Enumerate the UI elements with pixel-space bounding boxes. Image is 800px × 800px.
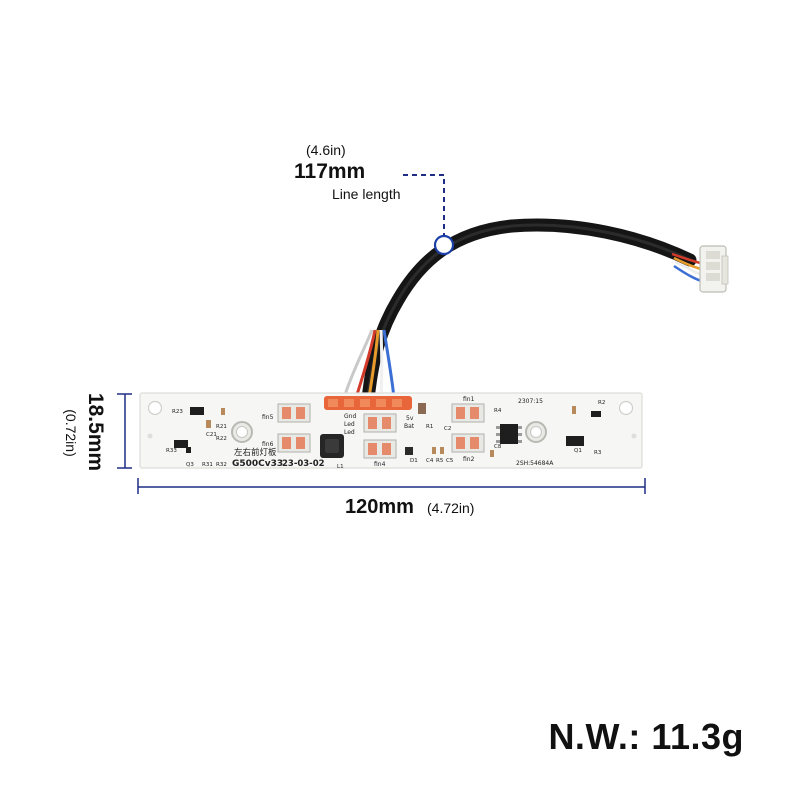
led-label-fin4: fin4	[374, 461, 386, 468]
component-ref-c4: C4	[426, 458, 434, 464]
led-label-fin5: fin5	[262, 414, 274, 421]
component-ref-r31: R31	[202, 462, 213, 468]
led-fin4	[363, 439, 397, 459]
pcb-lot: 2307:15	[518, 398, 543, 405]
led-fin2	[451, 433, 485, 453]
pin-label-gnd: Gnd	[344, 413, 356, 420]
component-ref-r23: R23	[172, 409, 183, 415]
component-ref-r3: R3	[594, 450, 602, 456]
led-fin5	[277, 403, 311, 423]
connector-pads	[324, 396, 412, 410]
board-width-mm: 120mm	[345, 496, 414, 518]
pcb-board-name: 左右前灯板	[234, 447, 277, 458]
led-center-top	[363, 413, 397, 433]
pin-label-bat: Bat	[404, 423, 415, 430]
component-ref-r1: R1	[426, 424, 433, 430]
component-ref-c5: C5	[446, 458, 454, 464]
component-ref-r5: R5	[436, 458, 444, 464]
component-ref-r32: R32	[216, 462, 227, 468]
board-width-dimension	[137, 478, 646, 494]
cable-measure-marker	[433, 234, 455, 256]
pin-label-5v: 5v	[406, 415, 414, 422]
component-ref-c21: C21	[206, 432, 217, 438]
component-ref-r2: R2	[598, 400, 605, 406]
led-label-fin6: fin6	[262, 441, 274, 448]
ic-chip	[500, 424, 518, 444]
component-ref-l1: L1	[337, 464, 344, 470]
line-length-label: Line length	[332, 186, 401, 202]
component-ref-c8: C8	[494, 444, 502, 450]
pin-label-led-1: Led	[344, 421, 355, 428]
led-pcb-board: G500Cv33 23-03-02 左右前灯板 2SH:54684A 2307:…	[139, 392, 643, 470]
component-ref-q1: Q1	[574, 448, 582, 454]
line-length-dimension	[403, 174, 455, 256]
component-ref-r4: R4	[494, 408, 502, 414]
led-label-fin2: fin2	[463, 456, 475, 463]
board-height-inches: (0.72in)	[63, 409, 79, 457]
board-height-mm: 18.5mm	[84, 392, 107, 472]
component-ref-c2: C2	[444, 426, 451, 432]
pcb-date-code: 23-03-02	[282, 459, 325, 469]
led-fin1	[451, 403, 485, 423]
led-fin6	[277, 433, 311, 453]
component-ref-q3: Q3	[186, 462, 194, 468]
cable-assembly	[342, 218, 729, 407]
board-height-dimension	[117, 393, 132, 469]
pin-label-led-2: Led	[344, 429, 355, 436]
pcb-model-code: G500Cv33	[232, 459, 283, 469]
led-label-fin1: fin1	[463, 396, 475, 403]
component-ref-r21: R21	[216, 424, 227, 430]
component-ref-r22: R22	[216, 436, 227, 442]
pcb-serial: 2SH:54684A	[516, 460, 554, 467]
net-weight: N.W.: 11.3g	[548, 716, 744, 757]
line-length-mm: 117mm	[294, 160, 366, 183]
line-length-inches: (4.6in)	[306, 142, 346, 158]
component-ref-r33: R33	[166, 448, 177, 454]
board-width-inches: (4.72in)	[427, 500, 475, 516]
component-ref-d1: D1	[410, 458, 418, 464]
cable-plug	[699, 245, 729, 293]
